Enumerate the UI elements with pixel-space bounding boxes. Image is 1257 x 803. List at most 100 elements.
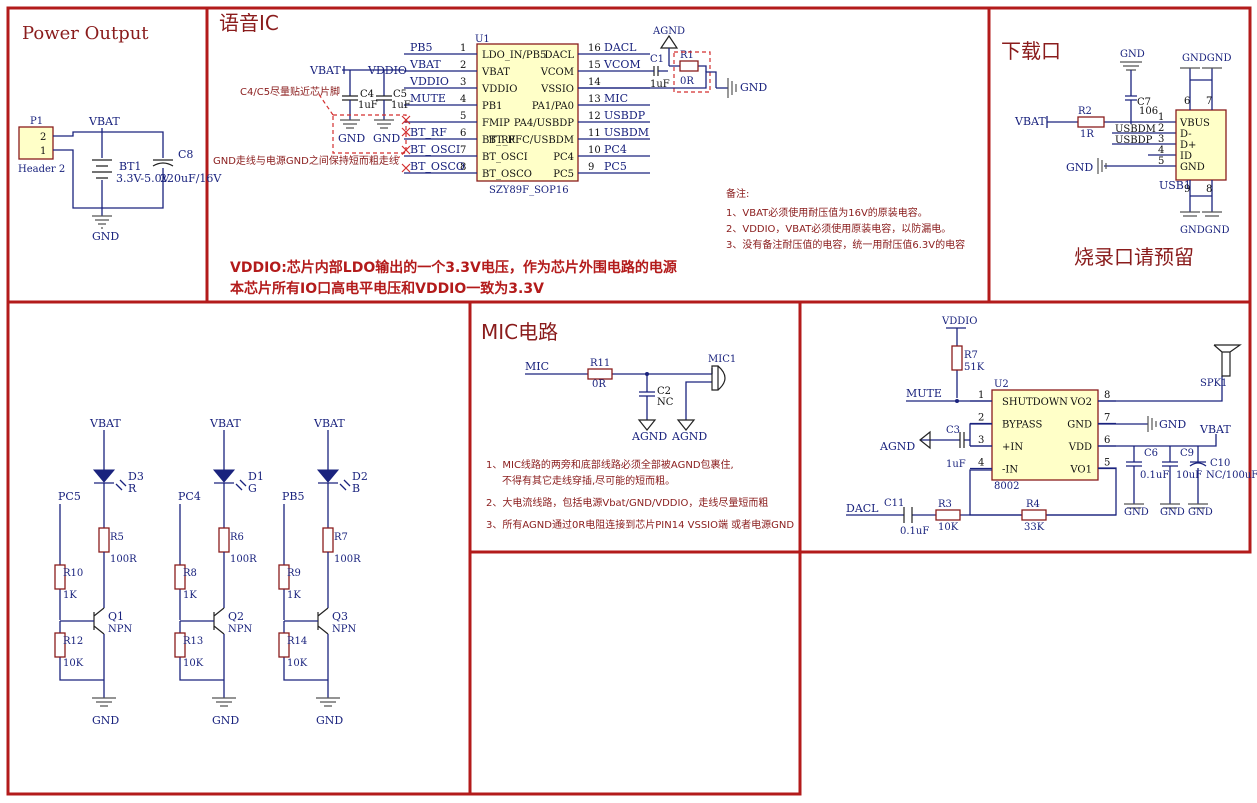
power-gnd: GND (92, 230, 119, 243)
resistor-r12 (54, 632, 66, 658)
c10-value: NC/100uF (1206, 470, 1257, 481)
u1-net-2: VBAT (409, 58, 441, 71)
c1-value: 1uF (650, 79, 670, 90)
led-2-re-value: 10K (287, 658, 308, 669)
u1-pin-9-name: PC5 (553, 169, 574, 180)
amp-agnd: AGND (879, 440, 915, 453)
p1-pin2: 2 (40, 132, 46, 143)
led-1-gnd: GND (212, 714, 239, 727)
u1-pin-14-name: VSSIO (540, 84, 574, 95)
c11-value: 0.1uF (900, 526, 929, 537)
c4-gnd: GND (338, 132, 365, 145)
usb-pin-2-num: 2 (1158, 123, 1164, 134)
frame-amp (798, 300, 1252, 554)
usb-pin-1-name: VBUS (1179, 118, 1210, 129)
u1-pin-10-num: 10 (588, 145, 601, 156)
usbdm-net: USBDM (1115, 124, 1156, 135)
r1-label: R1 (680, 50, 694, 61)
remark-2: 2、VDDIO，VBAT必须使用原装电容，以防漏电。 (726, 222, 951, 235)
u1-right-pins: 16DACLDACL15VCOMVCOM14VSSIO13PA1/PA0MIC1… (489, 41, 650, 180)
u1-pin-13-num: 13 (588, 94, 601, 105)
led-driver-circuits: VBATD3RR5100RQ1NPNPC5R101KR1210KGNDVBATD… (54, 417, 368, 727)
voice-ic-title: 语音IC (219, 11, 279, 35)
u1-pin-1-num: 1 (460, 43, 466, 54)
led-2-net: PB5 (282, 490, 304, 503)
power-output-title: Power Output (22, 23, 149, 44)
c4-value: 1uF (358, 100, 378, 111)
u2-label: U2 (994, 379, 1009, 390)
led-d3-diode (92, 469, 116, 483)
led-1-rb-label: R8 (183, 568, 197, 579)
usb-gndgnd-top: GNDGND (1182, 53, 1232, 64)
usbdp-net: USBDP (1115, 135, 1153, 146)
vddio-note-2: 本芯片所有IO口高电平电压和VDDIO一致为3.3V (230, 280, 544, 297)
amp-mute: MUTE (906, 387, 942, 400)
usb-pin-1-num: 1 (1158, 112, 1164, 123)
usb1-label: USB1 (1159, 179, 1191, 192)
u1-pin-5-num: 5 (460, 111, 466, 122)
usb-gndgnd-bottom: GNDGND (1180, 225, 1230, 236)
led-2-vbat: VBAT (313, 417, 345, 430)
chip-u1 (476, 43, 579, 182)
led-1-rb-value: 1K (183, 590, 197, 601)
c9-label: C9 (1180, 448, 1194, 459)
usb-pin9: 9 (1184, 184, 1190, 195)
led-0-gnd: GND (92, 714, 119, 727)
u1-pin-13-name: PA1/PA0 (532, 101, 574, 112)
u1-pin-16-name: DACL (544, 50, 574, 61)
led-2-rb-label: R9 (287, 568, 301, 579)
chip-u2 (991, 389, 1099, 481)
led-0-label: D3 (128, 470, 144, 483)
u2-pin-1-name: SHUTDOWN (1002, 397, 1068, 408)
resistor-r11 (587, 368, 613, 380)
c3-value: 1uF (946, 459, 966, 470)
resistor-r14 (278, 632, 290, 658)
r7-amp-value: 51K (964, 362, 985, 373)
u1-pin-8-name: BT_OSCO (482, 169, 532, 180)
c1-label: C1 (650, 54, 664, 65)
u1-pin-16-num: 16 (588, 43, 601, 54)
r7-amp-label: R7 (964, 350, 978, 361)
mic-circuit: MIC R11 0R C2 NC AGND MIC1 AGND 1、MIC线路的… (486, 354, 794, 531)
u1-vbat-net: VBAT (309, 64, 341, 77)
c7-label: C7 (1137, 97, 1151, 108)
mic-note-3: 3、所有AGND通过0R电阻连接到芯片PIN14 VSSIO端 或者电源GND (486, 518, 794, 531)
resistor-r1 (679, 60, 699, 72)
u2-pin-2-num: 2 (978, 413, 984, 424)
battery-bt1: BT1 (119, 160, 141, 173)
c5-value: 1uF (391, 100, 411, 111)
u2-pin-4-name: -IN (1002, 465, 1018, 476)
u2-pin-3-num: 3 (978, 435, 984, 446)
usb-pin-2-name: D- (1180, 129, 1192, 140)
led-1-label: D1 (248, 470, 264, 483)
c11-label: C11 (884, 498, 904, 509)
resistor-r7-amp (951, 345, 963, 371)
led-0-rb-value: 1K (63, 590, 77, 601)
led-0-re-label: R12 (63, 636, 83, 647)
led-2-rb-value: 1K (287, 590, 301, 601)
led-2-gnd: GND (316, 714, 343, 727)
u2-pin-5-num: 5 (1104, 458, 1110, 469)
usb-connector (1175, 109, 1227, 181)
c5-label: C5 (393, 89, 407, 100)
u1-pin-7-name: BT_OSCI (482, 152, 528, 163)
led-2-res-value: 100R (334, 554, 361, 565)
led-0-rb-label: R10 (63, 568, 83, 579)
u2-pin-5-name: VO1 (1069, 465, 1092, 476)
c7-value: 106 (1139, 106, 1158, 117)
power-vbat: VBAT (88, 115, 120, 128)
u1-pin-6-num: 6 (460, 128, 466, 139)
led-2-q-label: Q3 (332, 610, 348, 623)
cap-c8-value: 220uF/16V (160, 172, 222, 185)
c2-agnd: AGND (631, 430, 667, 443)
u1-net-13: MIC (604, 92, 628, 105)
u1-pin-12-name: PA4/USBDP (514, 118, 574, 129)
c9-value: 10uF (1176, 470, 1202, 481)
usb-pin-4-num: 4 (1158, 145, 1164, 156)
resistor-r2 (1077, 116, 1105, 128)
led-0-q-label: Q1 (108, 610, 124, 623)
